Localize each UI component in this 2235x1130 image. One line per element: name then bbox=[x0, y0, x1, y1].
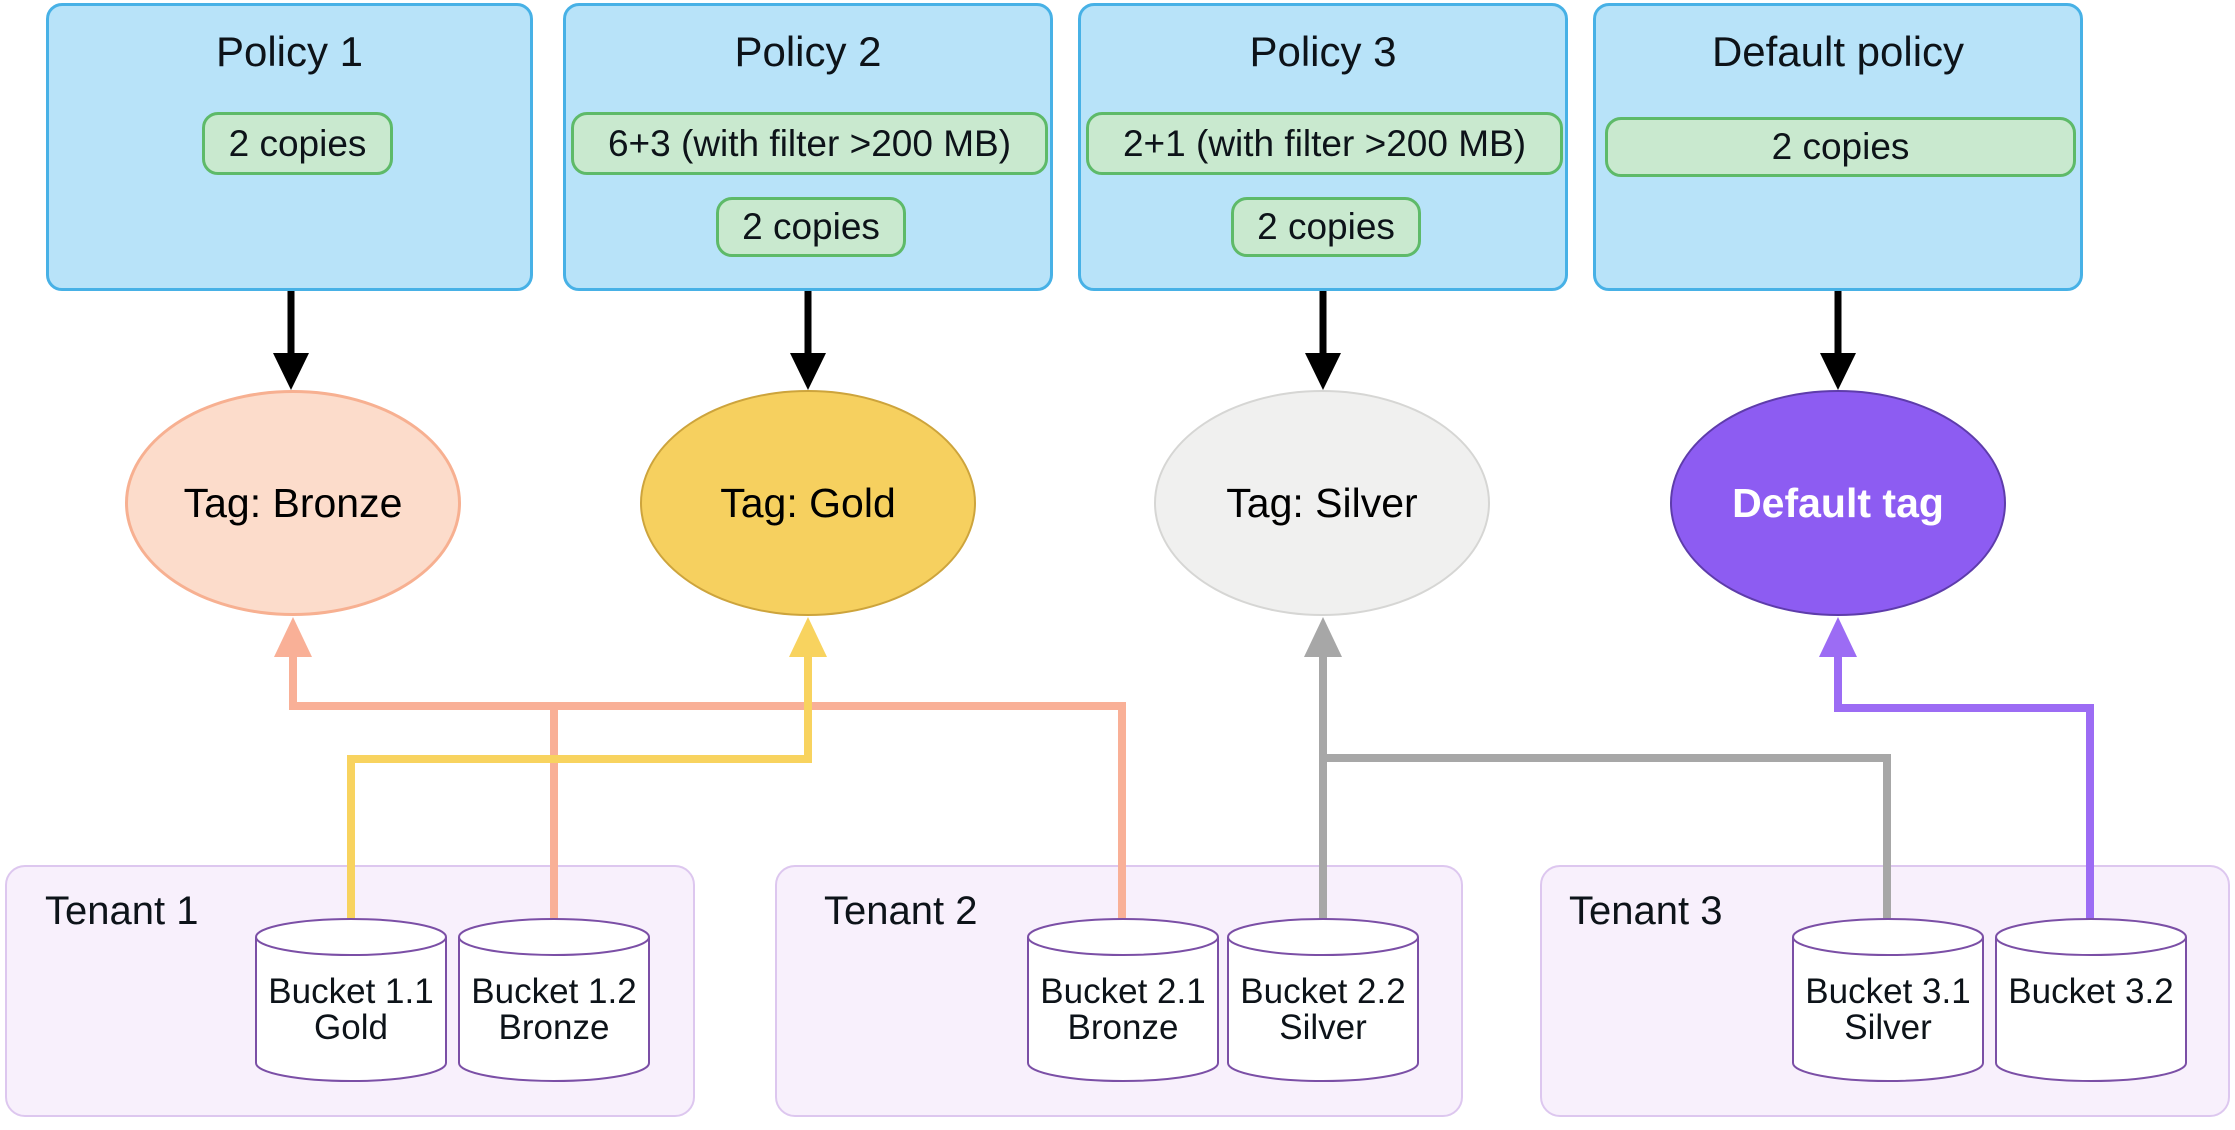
policy-rule-pill: 2 copies bbox=[202, 112, 393, 175]
bucket-cylinder-icon bbox=[1995, 918, 2187, 1082]
bucket-tag: Gold bbox=[314, 1008, 388, 1047]
policy3-arrow-icon bbox=[1305, 291, 1341, 390]
bronze-arrowhead-icon bbox=[274, 617, 312, 657]
policy-rule-pill: 2 copies bbox=[1231, 197, 1421, 257]
bucket-1-2: Bucket 1.2 Bronze bbox=[458, 918, 650, 1082]
bucket-name: Bucket 2.1 bbox=[1040, 972, 1206, 1011]
tag-label: Tag: Bronze bbox=[183, 479, 403, 526]
bucket-name: Bucket 1.2 bbox=[471, 972, 637, 1011]
policy-rule-pill: 6+3 (with filter >200 MB) bbox=[571, 112, 1048, 175]
bucket-name: Bucket 3.2 bbox=[2008, 972, 2174, 1011]
bucket-tag: Bronze bbox=[1067, 1008, 1179, 1047]
silver-arrowhead-icon bbox=[1304, 617, 1342, 657]
tenant-label: Tenant 1 bbox=[45, 889, 199, 933]
bucket-tag: Silver bbox=[1844, 1008, 1932, 1047]
tag-label: Tag: Gold bbox=[720, 479, 896, 526]
bucket-name: Bucket 1.1 bbox=[268, 972, 434, 1011]
gold-arrowhead-icon bbox=[789, 617, 827, 657]
bucket-name: Bucket 2.2 bbox=[1240, 972, 1406, 1011]
tag-label: Tag: Silver bbox=[1226, 479, 1418, 526]
policy1-arrow-icon bbox=[273, 291, 309, 390]
policy-rule-pill: 2 copies bbox=[1605, 117, 2076, 177]
policy-title: Policy 1 bbox=[215, 28, 364, 75]
tag-ellipse-bronze: Tag: Bronze bbox=[125, 390, 461, 616]
tag-ellipse-silver: Tag: Silver bbox=[1154, 390, 1490, 616]
policy-rule-pill: 2+1 (with filter >200 MB) bbox=[1086, 112, 1563, 175]
tenant-label: Tenant 3 bbox=[1569, 889, 1723, 933]
bucket-3-2: Bucket 3.2 bbox=[1995, 918, 2187, 1082]
policy2-arrow-icon bbox=[790, 291, 826, 390]
bucket-cylinder-icon bbox=[458, 918, 650, 1082]
tag-label: Default tag bbox=[1732, 479, 1944, 526]
bucket-cylinder-icon bbox=[1792, 918, 1984, 1082]
bucket-2-1: Bucket 2.1 Bronze bbox=[1027, 918, 1219, 1082]
bucket-cylinder-icon bbox=[1027, 918, 1219, 1082]
policy-card-2: Policy 2 6+3 (with filter >200 MB) 2 cop… bbox=[563, 3, 1053, 291]
gold-connector-line bbox=[347, 657, 812, 925]
policy-card-1: Policy 1 2 copies bbox=[46, 3, 533, 291]
tenant-label: Tenant 2 bbox=[824, 889, 978, 933]
tag-ellipse-gold: Tag: Gold bbox=[640, 390, 976, 616]
default-policy-arrow-icon bbox=[1820, 291, 1856, 390]
tag-ellipse-default: Default tag bbox=[1670, 390, 2006, 616]
bucket-name: Bucket 3.1 bbox=[1805, 972, 1971, 1011]
bronze-connector-line bbox=[289, 657, 1126, 925]
bucket-tag: Silver bbox=[1279, 1008, 1367, 1047]
bucket-cylinder-icon bbox=[255, 918, 447, 1082]
bucket-tag: Bronze bbox=[498, 1008, 610, 1047]
policy-rule-pill: 2 copies bbox=[716, 197, 906, 257]
default-arrowhead-icon bbox=[1819, 617, 1857, 657]
policy-card-default: Default policy 2 copies bbox=[1593, 3, 2083, 291]
default-connector-line bbox=[1834, 657, 2094, 925]
policy-title: Default policy bbox=[1711, 28, 1965, 75]
policy-title: Policy 3 bbox=[1249, 28, 1397, 75]
bucket-1-1: Bucket 1.1 Gold bbox=[255, 918, 447, 1082]
bucket-2-2: Bucket 2.2 Silver bbox=[1227, 918, 1419, 1082]
policy-title: Policy 2 bbox=[734, 28, 882, 75]
bucket-cylinder-icon bbox=[1227, 918, 1419, 1082]
policy-card-3: Policy 3 2+1 (with filter >200 MB) 2 cop… bbox=[1078, 3, 1568, 291]
silver-connector-line bbox=[1319, 657, 1891, 925]
bucket-3-1: Bucket 3.1 Silver bbox=[1792, 918, 1984, 1082]
